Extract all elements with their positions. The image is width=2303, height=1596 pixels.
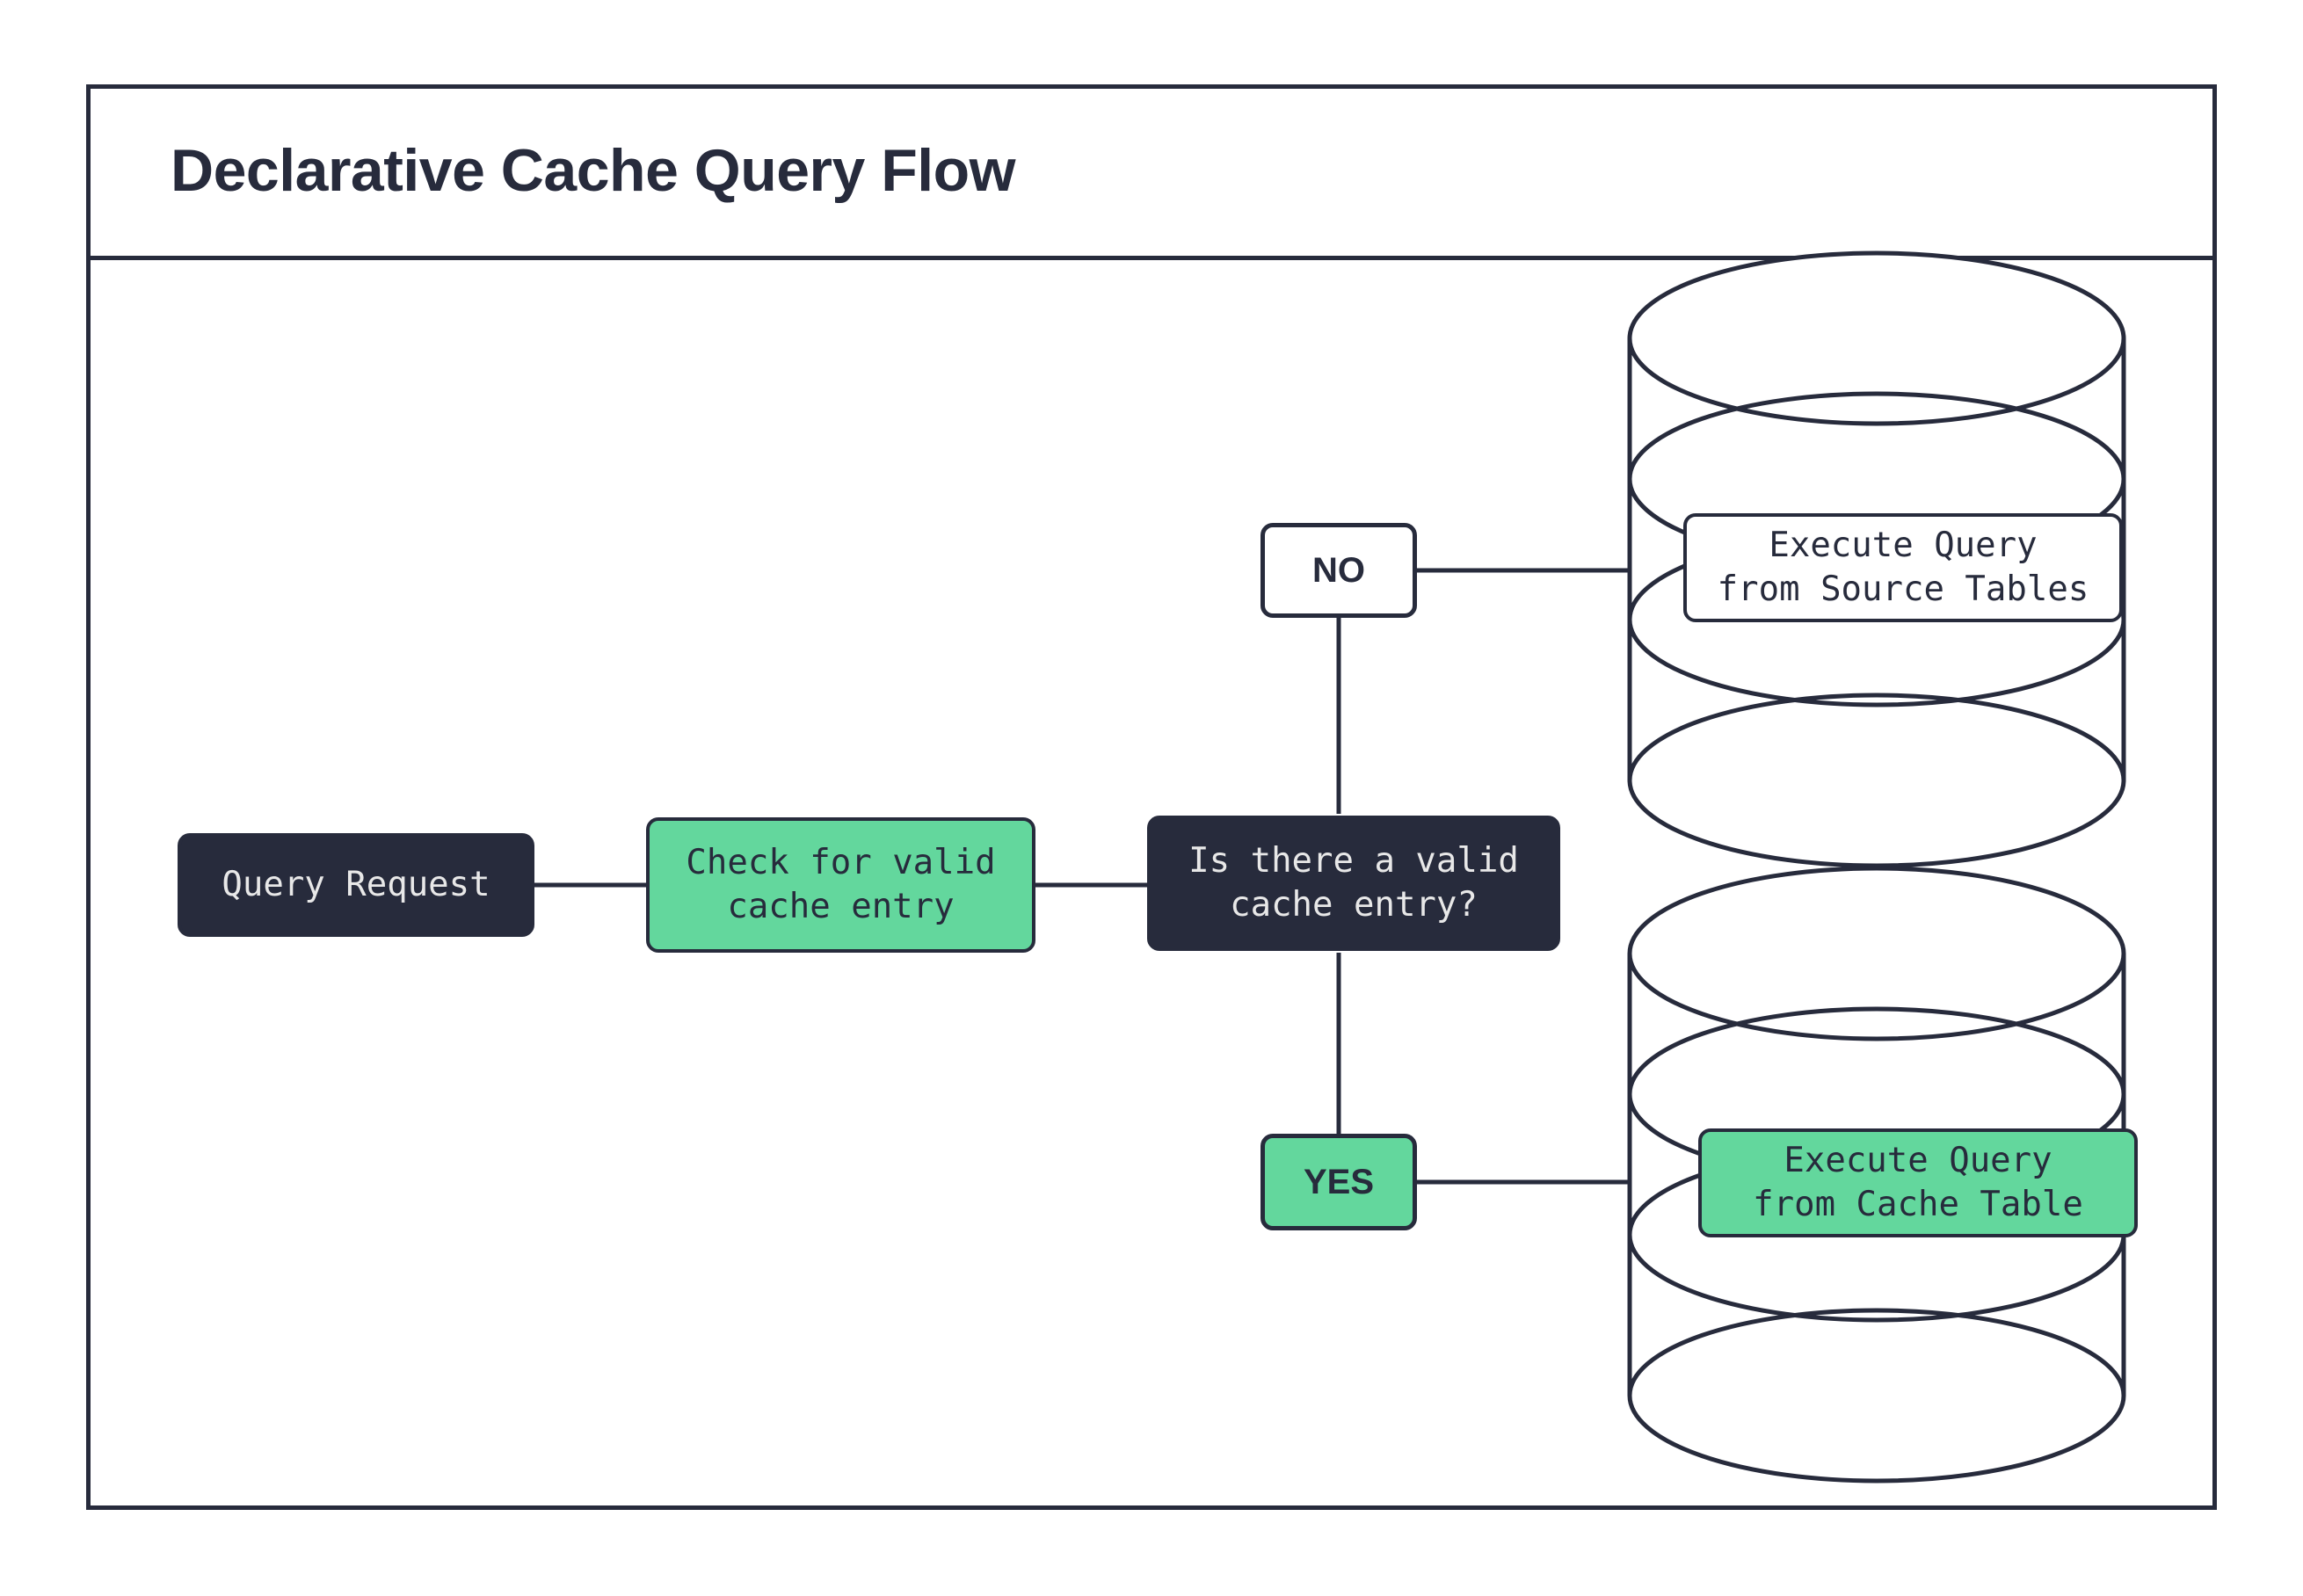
- node-query-request[interactable]: Query Request: [178, 833, 534, 937]
- branch-label-yes[interactable]: YES: [1260, 1134, 1417, 1230]
- title-bar: Declarative Cache Query Flow: [86, 84, 2217, 260]
- branch-label-no[interactable]: NO: [1260, 523, 1417, 618]
- diagram-frame: [86, 84, 2217, 1510]
- page-title: Declarative Cache Query Flow: [171, 136, 1016, 204]
- node-decision-valid-cache-entry[interactable]: Is there a valid cache entry?: [1147, 816, 1560, 951]
- node-check-cache-entry[interactable]: Check for valid cache entry: [646, 817, 1035, 953]
- node-execute-query-from-cache-table[interactable]: Execute Query from Cache Table: [1698, 1128, 2138, 1237]
- node-execute-query-from-source-tables[interactable]: Execute Query from Source Tables: [1683, 513, 2123, 622]
